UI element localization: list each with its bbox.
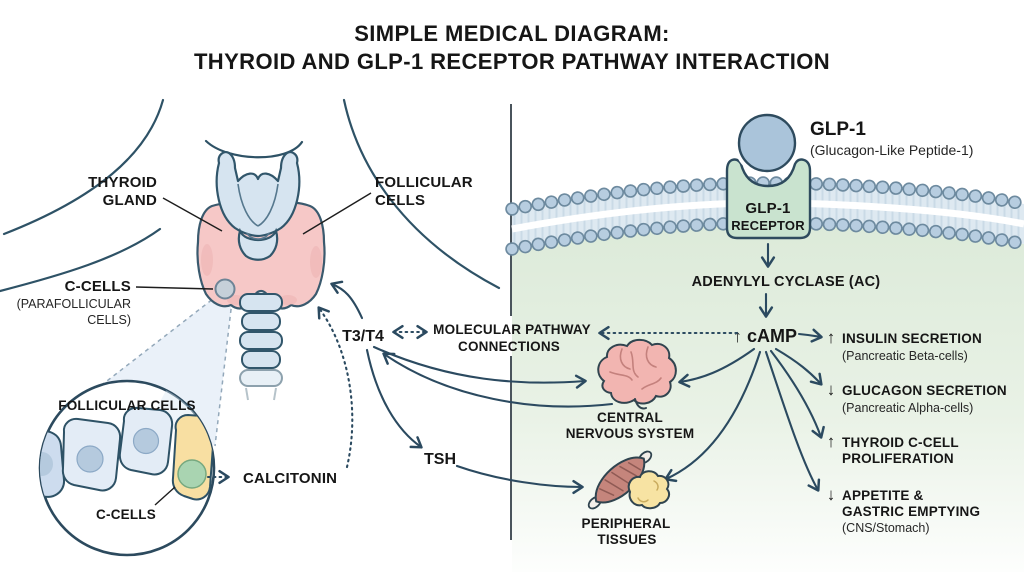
svg-text:FOLLICULAR: FOLLICULAR: [375, 174, 473, 191]
molecular-pathway-label-line1: MOLECULAR PATHWAY: [433, 322, 591, 337]
inset-follicular-label: FOLLICULAR CELLS: [58, 398, 195, 413]
fat-icon: [627, 470, 670, 510]
glp1-receptor: GLP-1 RECEPTOR: [725, 158, 812, 240]
arrow-camp-to-peripheral: [664, 350, 762, 483]
svg-text:(Pancreatic Beta-cells): (Pancreatic Beta-cells): [842, 349, 968, 363]
svg-text:C-CELLS: C-CELLS: [65, 278, 131, 295]
peripheral-tissues-icon: [587, 450, 670, 510]
follicular-cell-2: [118, 406, 174, 476]
magnifier-cone: [93, 294, 233, 447]
muscle-icon: [594, 456, 646, 504]
svg-text:GASTRIC EMPTYING: GASTRIC EMPTYING: [842, 504, 980, 519]
camp-label: ↑ cAMP: [733, 326, 797, 346]
inset-c-cells-label: C-CELLS: [96, 507, 156, 522]
glp1-label: GLP-1: [810, 119, 866, 140]
arrow-camp-to-glucagon: [774, 347, 823, 386]
down-arrow-glyph: ↓: [827, 380, 836, 399]
peripheral-label-line1: PERIPHERAL: [581, 516, 670, 531]
brain-icon: [597, 338, 677, 410]
arrow-camp-to-insulin: [797, 328, 823, 343]
up-arrow-glyph: ↑: [827, 328, 836, 347]
arrow-camp-to-appetite: [764, 350, 821, 492]
cns-label-line1: CENTRAL: [597, 410, 663, 425]
larynx: [215, 151, 301, 261]
effect-c-cell-proliferation: ↑ THYROID C-CELL PROLIFERATION: [827, 432, 959, 466]
neck-left-line: [2, 98, 165, 236]
neck-illustration: [0, 98, 501, 293]
svg-text:GLUCAGON SECRETION: GLUCAGON SECRETION: [842, 383, 1007, 398]
calcitonin-label: CALCITONIN: [243, 470, 337, 487]
arrow-t3t4-to-thyroid: [330, 280, 364, 320]
shoulder-left-line: [0, 227, 162, 293]
molecular-pathway-label-line2: CONNECTIONS: [458, 339, 560, 354]
tsh-label: TSH: [424, 451, 456, 468]
follicular-cells-label: FOLLICULAR CELLS: [302, 174, 473, 235]
peripheral-label-line2: TISSUES: [597, 532, 656, 547]
title-line1: SIMPLE MEDICAL DIAGRAM:: [354, 21, 670, 46]
c-cells-label: C-CELLS (PARAFOLLICULAR CELLS): [17, 278, 214, 327]
adenylyl-cyclase-label: ADENYLYL CYCLASE (AC): [692, 274, 881, 290]
inset-c-cells-leader: [154, 486, 176, 506]
svg-text:(PARAFOLLICULAR: (PARAFOLLICULAR: [17, 297, 131, 311]
arrow-cns-to-t3t4: [382, 352, 614, 408]
c-cell-nucleus: [177, 459, 207, 489]
cns-label-line2: NERVOUS SYSTEM: [566, 426, 695, 441]
thyroid-gland-label: THYROID GLAND: [88, 174, 223, 232]
glp1-ligand: [737, 113, 797, 173]
svg-text:APPETITE &: APPETITE &: [842, 488, 924, 503]
svg-text:PROLIFERATION: PROLIFERATION: [842, 451, 954, 466]
effect-appetite: ↓ APPETITE & GASTRIC EMPTYING (CNS/Stoma…: [827, 485, 980, 535]
receptor-label-line2: RECEPTOR: [731, 218, 805, 233]
t3-t4-label: T3/T4: [342, 328, 384, 345]
svg-text:GLAND: GLAND: [103, 192, 157, 209]
trachea: [239, 293, 283, 401]
effect-insulin: ↑ INSULIN SECRETION (Pancreatic Beta-cel…: [827, 328, 982, 363]
arrow-camp-to-cns: [678, 347, 756, 388]
arrow-t3t4-to-tsh: [365, 348, 423, 449]
chin-curve: [204, 139, 304, 159]
svg-text:CELLS: CELLS: [375, 192, 425, 209]
arrow-tsh-to-peripheral: [455, 464, 584, 495]
up-arrow-glyph: ↑: [827, 432, 836, 451]
c-cell: [171, 413, 214, 501]
svg-text:THYROID C-CELL: THYROID C-CELL: [842, 435, 959, 450]
svg-text:(Pancreatic Alpha-cells): (Pancreatic Alpha-cells): [842, 401, 973, 415]
neck-right-line: [342, 98, 501, 290]
title-line2: THYROID AND GLP-1 RECEPTOR PATHWAY INTER…: [194, 49, 830, 74]
arrow-t3t4-to-cns: [372, 345, 587, 389]
svg-text:CELLS): CELLS): [87, 313, 131, 327]
c-cell-marker: [214, 278, 236, 300]
cricoid: [237, 227, 279, 261]
svg-text:INSULIN SECRETION: INSULIN SECRETION: [842, 331, 982, 346]
down-arrow-glyph: ↓: [827, 485, 836, 504]
follicular-cell-1: [61, 417, 122, 492]
svg-text:(CNS/Stomach): (CNS/Stomach): [842, 521, 930, 535]
receptor-label-line1: GLP-1: [745, 200, 790, 217]
arrow-calcitonin-to-thyroid: [317, 306, 354, 469]
diagram-title: SIMPLE MEDICAL DIAGRAM: THYROID AND GLP-…: [194, 21, 830, 74]
glp1-sublabel: (Glucagon-Like Peptide-1): [810, 142, 973, 158]
effect-glucagon: ↓ GLUCAGON SECRETION (Pancreatic Alpha-c…: [827, 380, 1007, 415]
arrow-camp-to-proliferation: [769, 349, 825, 439]
svg-text:THYROID: THYROID: [88, 174, 157, 191]
